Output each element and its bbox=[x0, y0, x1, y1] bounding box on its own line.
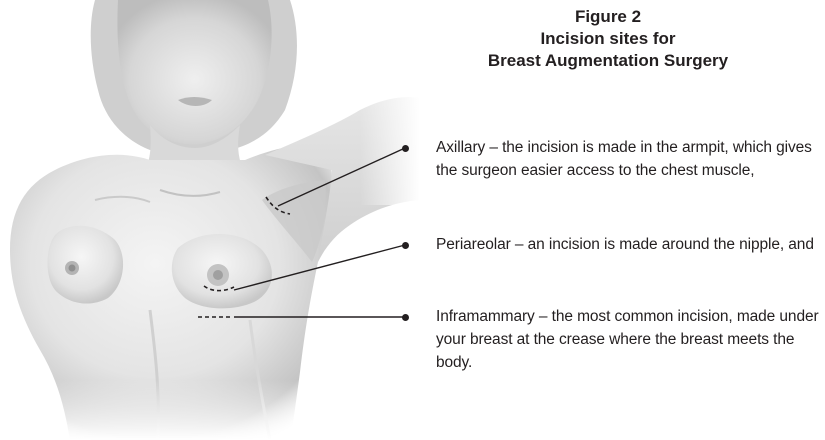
figure-title-line1: Incision sites for bbox=[440, 28, 776, 50]
figure-number: Figure 2 bbox=[440, 6, 776, 28]
figure-caption: Figure 2 Incision sites for Breast Augme… bbox=[440, 6, 776, 72]
list-item-periareolar: Periareolar – an incision is made around… bbox=[436, 233, 821, 256]
left-breast bbox=[48, 226, 124, 304]
list-item-inframammary: Inframammary – the most common incision,… bbox=[436, 305, 821, 374]
figure-title-line2: Breast Augmentation Surgery bbox=[440, 50, 776, 72]
bullet-dot bbox=[402, 314, 409, 321]
bullet-dot bbox=[402, 242, 409, 249]
bullet-dot bbox=[402, 145, 409, 152]
list-item-axillary: Axillary – the incision is made in the a… bbox=[436, 136, 821, 182]
